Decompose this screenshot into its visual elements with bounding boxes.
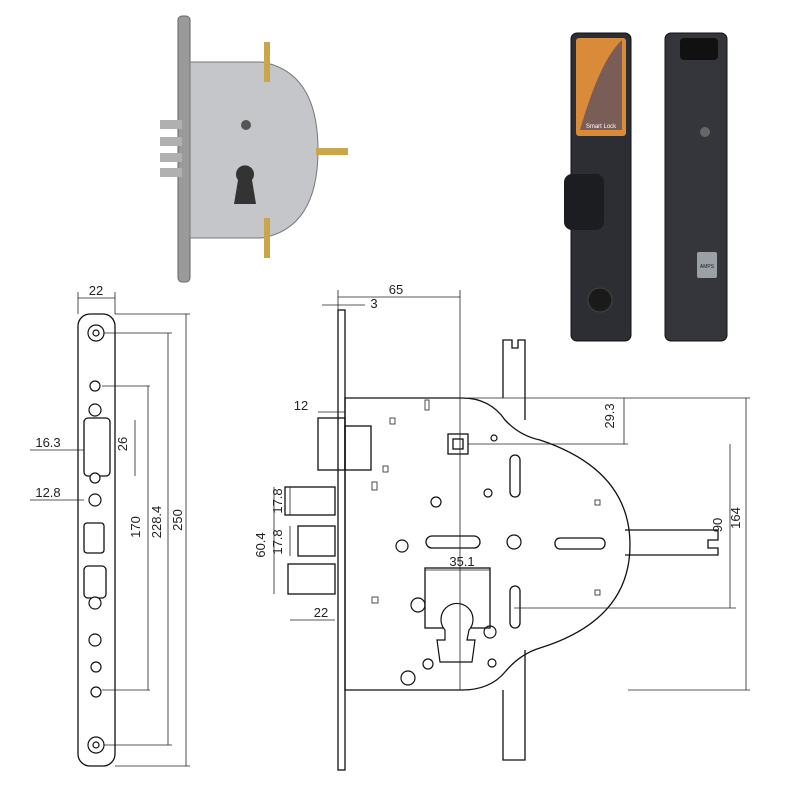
faceplate-hole-2 — [88, 403, 102, 417]
deadbolt-3 — [287, 563, 336, 595]
smart-lock-side: AMPS — [664, 32, 728, 342]
dim-label-35-1: 35.1 — [449, 554, 474, 569]
faceplate-hole-4 — [88, 493, 102, 507]
faceplate-screw-top-inner — [92, 329, 100, 337]
faceplate-hole-5 — [88, 596, 102, 610]
photo-rod-top — [264, 42, 270, 82]
side-housing — [664, 32, 728, 342]
hole-c — [410, 597, 426, 613]
slot-left — [425, 535, 481, 549]
dim-label-17-8-b: 17.8 — [270, 529, 285, 554]
hole-g — [487, 658, 497, 668]
dim-label-228-4: 228.4 — [149, 506, 164, 539]
photo-spindle — [241, 120, 251, 130]
slot-upper — [509, 454, 521, 498]
mortise-lock-photo — [160, 15, 348, 283]
side-rod — [625, 529, 719, 556]
slot-lower — [509, 585, 521, 629]
deadbolt-1 — [284, 486, 336, 516]
dim-label-22: 22 — [89, 283, 103, 298]
side-key-label: AMPS — [700, 264, 715, 270]
front-brand-text: Smart Lock — [586, 124, 617, 130]
dim-label-26: 26 — [115, 437, 130, 451]
spindle-inner — [452, 438, 464, 450]
side-sensor — [700, 127, 710, 137]
bolt-opening-1 — [83, 522, 105, 554]
deadbolt-2 — [297, 525, 336, 557]
faceplate-hole-3 — [89, 472, 101, 484]
photo-bolt-4 — [160, 168, 182, 177]
tiny-hole-6 — [594, 499, 601, 506]
latch-tail — [344, 425, 372, 471]
top-rod — [502, 339, 526, 420]
latch-opening — [83, 417, 111, 477]
photo-case — [189, 61, 319, 239]
smart-lock-front: Smart Lock — [564, 32, 632, 342]
tiny-hole-4 — [371, 596, 379, 604]
faceplate-hole-7 — [90, 661, 102, 673]
photo-bolt-1 — [160, 120, 182, 129]
tiny-hole-7 — [594, 589, 601, 596]
bottom-rod — [502, 650, 526, 761]
cylinder-keyhole — [436, 602, 476, 663]
dim-label-22-body: 22 — [314, 605, 328, 620]
dim-label-60-4: 60.4 — [253, 532, 268, 557]
dim-label-3: 3 — [370, 296, 377, 311]
dim-label-17-8-a: 17.8 — [270, 488, 285, 513]
front-fingerprint-sensor — [587, 287, 613, 313]
bolt-opening-2 — [83, 565, 107, 599]
hole-f — [422, 658, 434, 670]
faceplate-outline — [77, 313, 116, 767]
side-key-cover — [697, 252, 717, 278]
lock-body-drawing: 65 3 12 29.3 17.8 17.8 60.4 35.1 22 90 1… — [253, 282, 750, 771]
dim-label-12-8: 12.8 — [35, 485, 60, 500]
photo-bolt-2 — [160, 137, 182, 146]
tiny-hole-1 — [389, 417, 396, 425]
dim-label-164: 164 — [728, 507, 743, 529]
faceplate-hole-1 — [89, 380, 101, 392]
tiny-hole-2 — [424, 399, 430, 411]
photo-bolt-3 — [160, 153, 182, 162]
dim-label-12: 12 — [294, 398, 308, 413]
hole-h — [490, 434, 498, 442]
tiny-hole-5 — [371, 481, 378, 491]
tiny-hole-3 — [382, 465, 389, 473]
photo-faceplate — [177, 15, 191, 283]
body-case-outline — [344, 397, 631, 691]
faceplate-hole-6 — [88, 633, 102, 647]
spindle-square — [447, 433, 469, 455]
dim-label-65: 65 — [389, 282, 403, 297]
center-hole — [506, 534, 522, 550]
photo-cylinder-hole — [234, 165, 256, 204]
dim-label-90: 90 — [710, 518, 725, 532]
hole-a — [430, 496, 442, 508]
front-handle — [564, 174, 604, 230]
dim-label-16-3: 16.3 — [35, 435, 60, 450]
slot-right — [554, 537, 606, 550]
dim-label-170: 170 — [128, 516, 143, 538]
latch-bolt — [317, 417, 346, 471]
hole-left-mid — [395, 539, 409, 553]
photo-rod-bottom — [264, 218, 270, 258]
photo-rod-side — [316, 148, 348, 155]
body-faceplate — [337, 309, 346, 771]
faceplate-drawing: 22 16.3 12.8 26 170 228.4 250 — [30, 283, 190, 767]
faceplate-hole-8 — [90, 686, 102, 698]
hole-b — [483, 488, 493, 498]
dim-label-29-3: 29.3 — [602, 403, 617, 428]
faceplate-screw-bottom-inner — [92, 741, 100, 749]
dim-label-250: 250 — [170, 509, 185, 531]
screen-graphic — [580, 40, 622, 130]
side-camera — [680, 38, 718, 60]
hole-e — [400, 670, 416, 686]
